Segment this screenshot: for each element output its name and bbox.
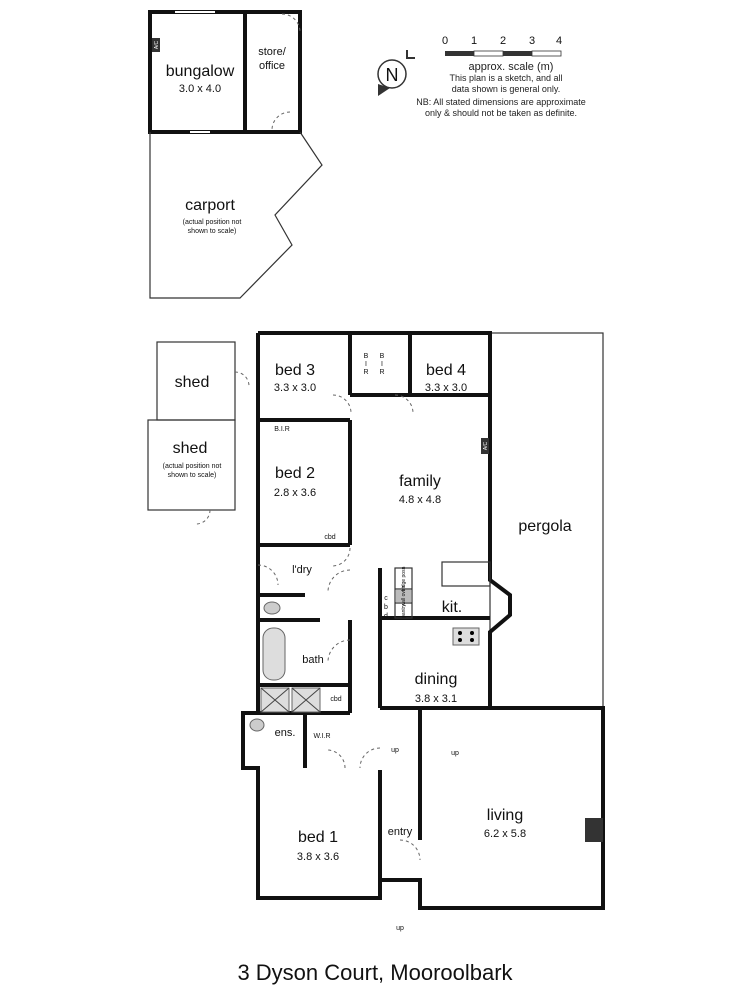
svg-text:1: 1 <box>471 35 477 47</box>
family-label: family <box>399 473 441 490</box>
bir-right-b: B <box>380 353 385 360</box>
door-swings <box>257 394 421 861</box>
store-label-1: store/ <box>258 46 286 58</box>
hall-cbd-d: d <box>384 613 388 620</box>
scale-bar: 0 1 2 3 4 <box>442 35 562 57</box>
stove-icon <box>452 627 480 646</box>
disclaimer-2: data shown is general only. <box>452 84 560 94</box>
house-walls <box>241 331 605 910</box>
bir-left-b: B <box>364 353 369 360</box>
carport-outline <box>149 131 323 299</box>
shed-2-note-2: shown to scale) <box>168 472 217 479</box>
bed3-label: bed 3 <box>275 362 315 379</box>
up-label-2: up <box>451 750 459 757</box>
north-arrow-icon: N <box>377 50 415 96</box>
shed-2-label: shed <box>173 440 208 457</box>
nb-2: only & should not be taken as definite. <box>425 108 577 118</box>
family-ac-label: A/C <box>483 441 489 450</box>
hall-cbd-b: b <box>384 604 388 611</box>
bir-right-i: I <box>381 361 383 368</box>
sheds <box>147 341 250 525</box>
bir-left-r: R <box>363 369 368 376</box>
bungalow-label: bungalow <box>166 63 235 80</box>
ensuite-label: ens. <box>275 727 296 739</box>
bed3-dims: 3.3 x 3.0 <box>274 382 316 394</box>
dining-dims: 3.8 x 3.1 <box>415 693 457 705</box>
bir-right-r: R <box>379 369 384 376</box>
wall-oven-label: wall oven <box>401 585 407 606</box>
entry-label: entry <box>388 826 413 838</box>
toilet-icon <box>249 601 281 732</box>
bir-left-i: I <box>365 361 367 368</box>
bungalow-dims: 3.0 x 4.0 <box>179 83 221 95</box>
shed-2-note-1: (actual position not <box>163 463 222 470</box>
svg-text:0: 0 <box>442 35 448 47</box>
living-dims: 6.2 x 5.8 <box>484 828 526 840</box>
svg-text:4: 4 <box>556 35 562 47</box>
fridge-label: fridge posn <box>401 566 407 591</box>
svg-text:N: N <box>386 65 399 85</box>
store-label-2: office <box>259 60 285 72</box>
living-label: living <box>487 807 523 824</box>
shower-icon <box>260 687 321 713</box>
up-label-1: up <box>391 747 399 754</box>
bed1-dims: 3.8 x 3.6 <box>297 851 339 863</box>
svg-text:3: 3 <box>529 35 535 47</box>
dining-label: dining <box>415 671 458 688</box>
bed4-dims: 3.3 x 3.0 <box>425 382 467 394</box>
up-label-3: up <box>396 925 404 932</box>
carport-note-1: (actual position not <box>183 219 242 226</box>
bed2-bir-label: B.I.R <box>274 426 290 433</box>
bed1-label: bed 1 <box>298 829 338 846</box>
pergola-label: pergola <box>518 518 571 535</box>
wall-oven-icon <box>396 590 411 602</box>
svg-text:2: 2 <box>500 35 506 47</box>
hall-cbd-c: c <box>384 595 388 602</box>
bed2-dims: 2.8 x 3.6 <box>274 487 316 499</box>
pantry-label: pantry <box>401 604 407 618</box>
family-dims: 4.8 x 4.8 <box>399 494 441 506</box>
bathtub-icon <box>262 627 286 681</box>
bungalow-ac-label: A/C <box>154 40 160 49</box>
bed4-label: bed 4 <box>426 362 466 379</box>
laundry-label: l'dry <box>292 564 312 576</box>
disclaimer-1: This plan is a sketch, and all <box>449 73 562 83</box>
wir-label: W.I.R <box>313 733 330 740</box>
laundry-cbd-label: cbd <box>324 534 335 541</box>
bungalow-building <box>148 10 302 134</box>
family-ac-unit-icon <box>481 438 489 454</box>
carport-label: carport <box>185 197 235 214</box>
fireplace-icon <box>585 818 603 842</box>
bath-label: bath <box>302 654 323 666</box>
shed-1-label: shed <box>175 374 210 391</box>
bed2-label: bed 2 <box>275 465 315 482</box>
kitchen-label: kit. <box>442 599 462 616</box>
carport-note-2: shown to scale) <box>188 228 237 235</box>
property-address-title: 3 Dyson Court, Mooroolbark <box>237 960 513 985</box>
nb-1: NB: All stated dimensions are approximat… <box>416 97 586 107</box>
scale-label: approx. scale (m) <box>469 61 554 73</box>
bath-cbd-label: cbd <box>330 696 341 703</box>
